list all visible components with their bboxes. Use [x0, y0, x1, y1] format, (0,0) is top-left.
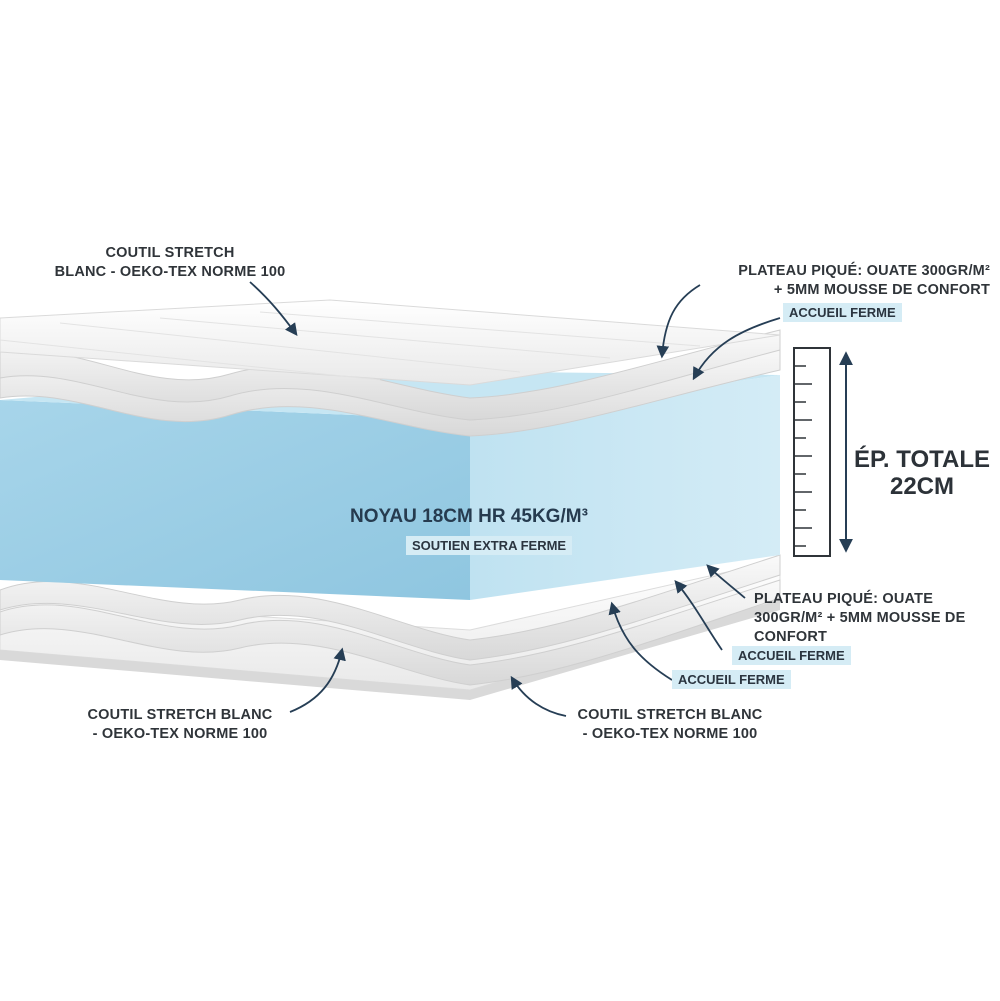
- top-plateau-badge: ACCUEIL FERME: [783, 303, 902, 322]
- top-cover-layer: [0, 299, 781, 386]
- top-plateau-line-2: + 5MM MOUSSE DE CONFORT: [773, 282, 990, 298]
- top-plateau-line-1: PLATEAU PIQUÉ: OUATE 300GR/M²: [738, 263, 990, 279]
- core-badge: SOUTIEN EXTRA FERME: [406, 536, 573, 555]
- bottom-plateau-line-1: PLATEAU PIQUÉ: OUATE: [754, 591, 934, 607]
- bottom-cover-left-line-1: COUTIL STRETCH BLANC: [87, 707, 273, 723]
- bottom-cover-right-line-1: COUTIL STRETCH BLANC: [577, 707, 763, 723]
- thickness-line-2: 22CM: [889, 473, 955, 500]
- bottom-comfort-layers: [0, 554, 781, 686]
- bottom-plateau-line-2: 300GR/M² + 5MM MOUSSE DE: [754, 610, 966, 626]
- top-comfort-layers: [0, 329, 781, 437]
- bottom-cover-right-line-2: - OEKO-TEX NORME 100: [582, 726, 758, 742]
- top-cover-line-2: BLANC - OEKO-TEX NORME 100: [54, 264, 286, 280]
- top-cover-line-1: COUTIL STRETCH: [105, 245, 235, 261]
- top-plateau-label: PLATEAU PIQUÉ: OUATE 300GR/M² + 5MM MOUS…: [660, 262, 990, 300]
- bottom-plateau-badge: ACCUEIL FERME: [732, 646, 851, 665]
- thickness-ruler: [793, 347, 831, 557]
- bottom-cover-left-label: COUTIL STRETCH BLANC - OEKO-TEX NORME 10…: [70, 706, 290, 744]
- callout-arrows: [249, 281, 781, 717]
- bottom-plateau-label: PLATEAU PIQUÉ: OUATE 300GR/M² + 5MM MOUS…: [754, 590, 965, 647]
- thickness-label: ÉP. TOTALE 22CM: [852, 446, 992, 500]
- bottom-cover-right-label: COUTIL STRETCH BLANC - OEKO-TEX NORME 10…: [560, 706, 780, 744]
- bottom-cover-left-line-2: - OEKO-TEX NORME 100: [92, 726, 268, 742]
- core-title: NOYAU 18CM HR 45KG/M³: [350, 506, 588, 527]
- thickness-line-1: ÉP. TOTALE: [853, 446, 991, 473]
- bottom-plateau-line-3: CONFORT: [754, 629, 828, 645]
- top-cover-label: COUTIL STRETCH BLANC - OEKO-TEX NORME 10…: [40, 244, 300, 282]
- bottom-badge-2: ACCUEIL FERME: [672, 670, 791, 689]
